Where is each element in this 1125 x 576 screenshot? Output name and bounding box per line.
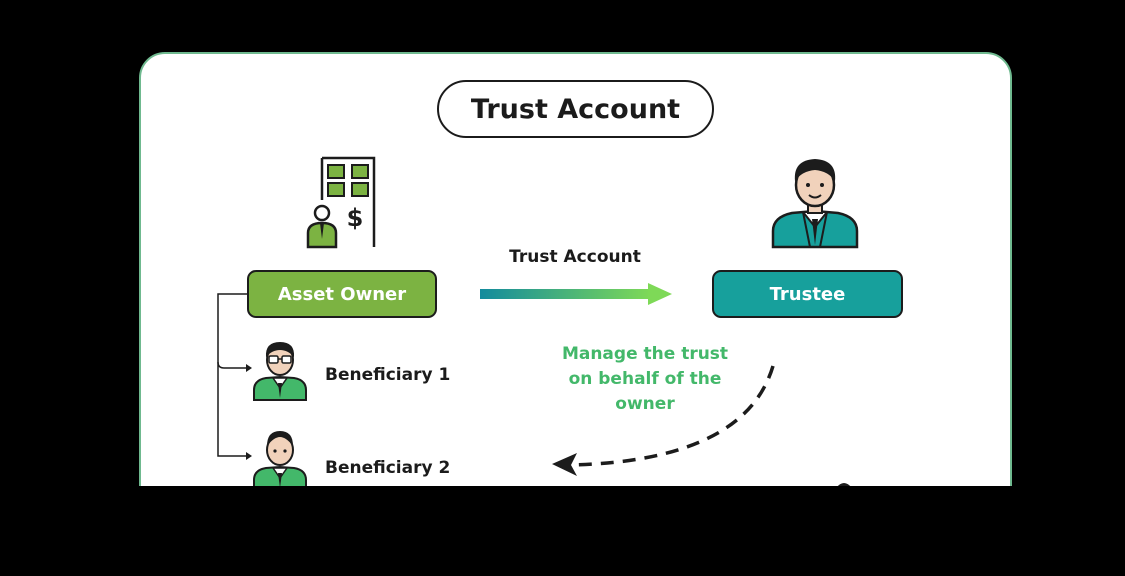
asset-owner-label: Asset Owner	[277, 283, 407, 305]
flow-label: Trust Account	[509, 247, 641, 267]
beneficiary-person-icon	[253, 431, 307, 491]
manage-note-line: owner	[615, 394, 675, 414]
beneficiary-person-icon	[253, 342, 307, 401]
trustee-label: Trustee	[769, 283, 846, 305]
manage-note: Manage the trust on behalf of the owner	[545, 342, 745, 417]
management-dashed-arrow	[552, 365, 775, 476]
manage-note-line: on behalf of the	[568, 369, 722, 389]
trustee-box: Trustee	[712, 270, 903, 318]
manage-note-line: Manage the trust	[561, 344, 729, 364]
transfer-arrow	[480, 283, 672, 305]
bottom-mask	[0, 486, 1125, 576]
beneficiary-2-label: Beneficiary 2	[325, 458, 451, 478]
page-title: Trust Account	[437, 80, 714, 138]
building-owner-dollar-icon: $	[306, 156, 376, 249]
trustee-person-icon	[771, 159, 859, 249]
dollar-icon: $	[347, 204, 364, 232]
beneficiary-1-label: Beneficiary 1	[325, 365, 451, 385]
asset-owner-box: Asset Owner	[247, 270, 437, 318]
beneficiary-connector	[217, 293, 252, 460]
